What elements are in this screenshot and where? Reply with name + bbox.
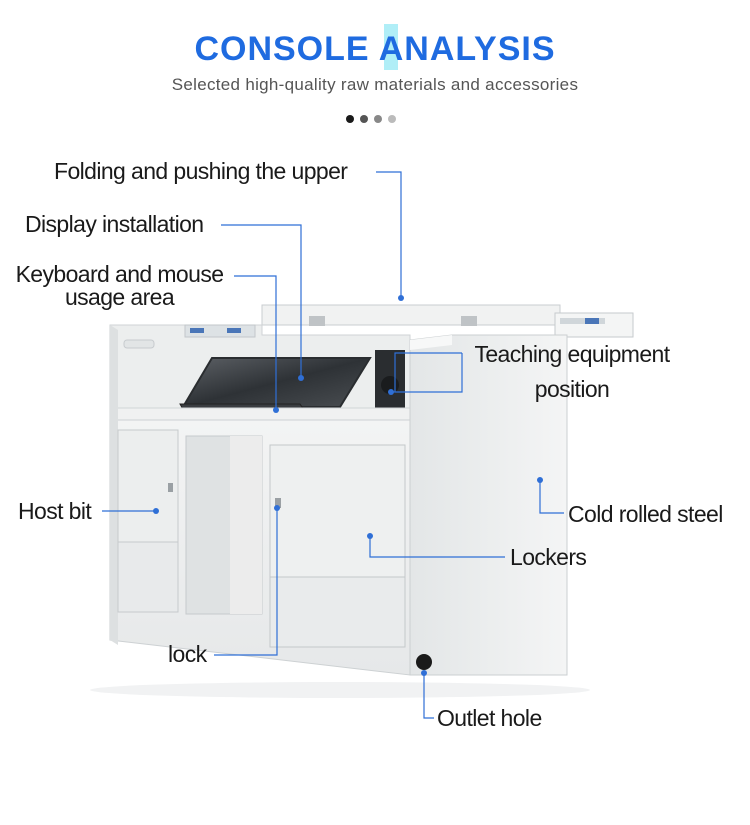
label-cold-rolled-steel: Cold rolled steel [568,501,723,527]
top-folding-panel [261,304,561,326]
label-teaching-line2: position [534,376,610,402]
label-outlet-hole: Outlet hole [437,705,542,731]
locker-door-upper [269,444,406,578]
outlet-hole [416,654,432,670]
label-teaching-line1: Teaching equipment [474,341,670,367]
label-teaching: Teaching equipment position [462,343,682,401]
locker-door-lower [269,576,406,648]
label-display: Display installation [25,211,204,237]
hinge [461,316,477,326]
page-title: CONSOLE ANALYSIS [194,30,556,68]
monitor [181,357,372,408]
label-keyboard: Keyboard and mouse usage area [5,263,234,309]
slide-rail-right [554,312,634,338]
label-lock: lock [168,641,207,667]
label-host-bit: Host bit [18,498,92,524]
page-subtitle: Selected high-quality raw materials and … [171,75,579,94]
carousel-dots [346,115,396,123]
handle-slot [123,339,155,349]
carousel-dot-1[interactable] [346,115,354,123]
carousel-dot-4[interactable] [388,115,396,123]
carousel-dot-2[interactable] [360,115,368,123]
carousel-dot-3[interactable] [374,115,382,123]
label-keyboard-line1: Keyboard and mouse [15,261,224,287]
title-accent-bar [384,24,398,70]
label-keyboard-line2: usage area [64,284,175,310]
label-folding: Folding and pushing the upper [54,158,348,184]
hinge [309,316,325,326]
label-lockers: Lockers [510,544,587,570]
